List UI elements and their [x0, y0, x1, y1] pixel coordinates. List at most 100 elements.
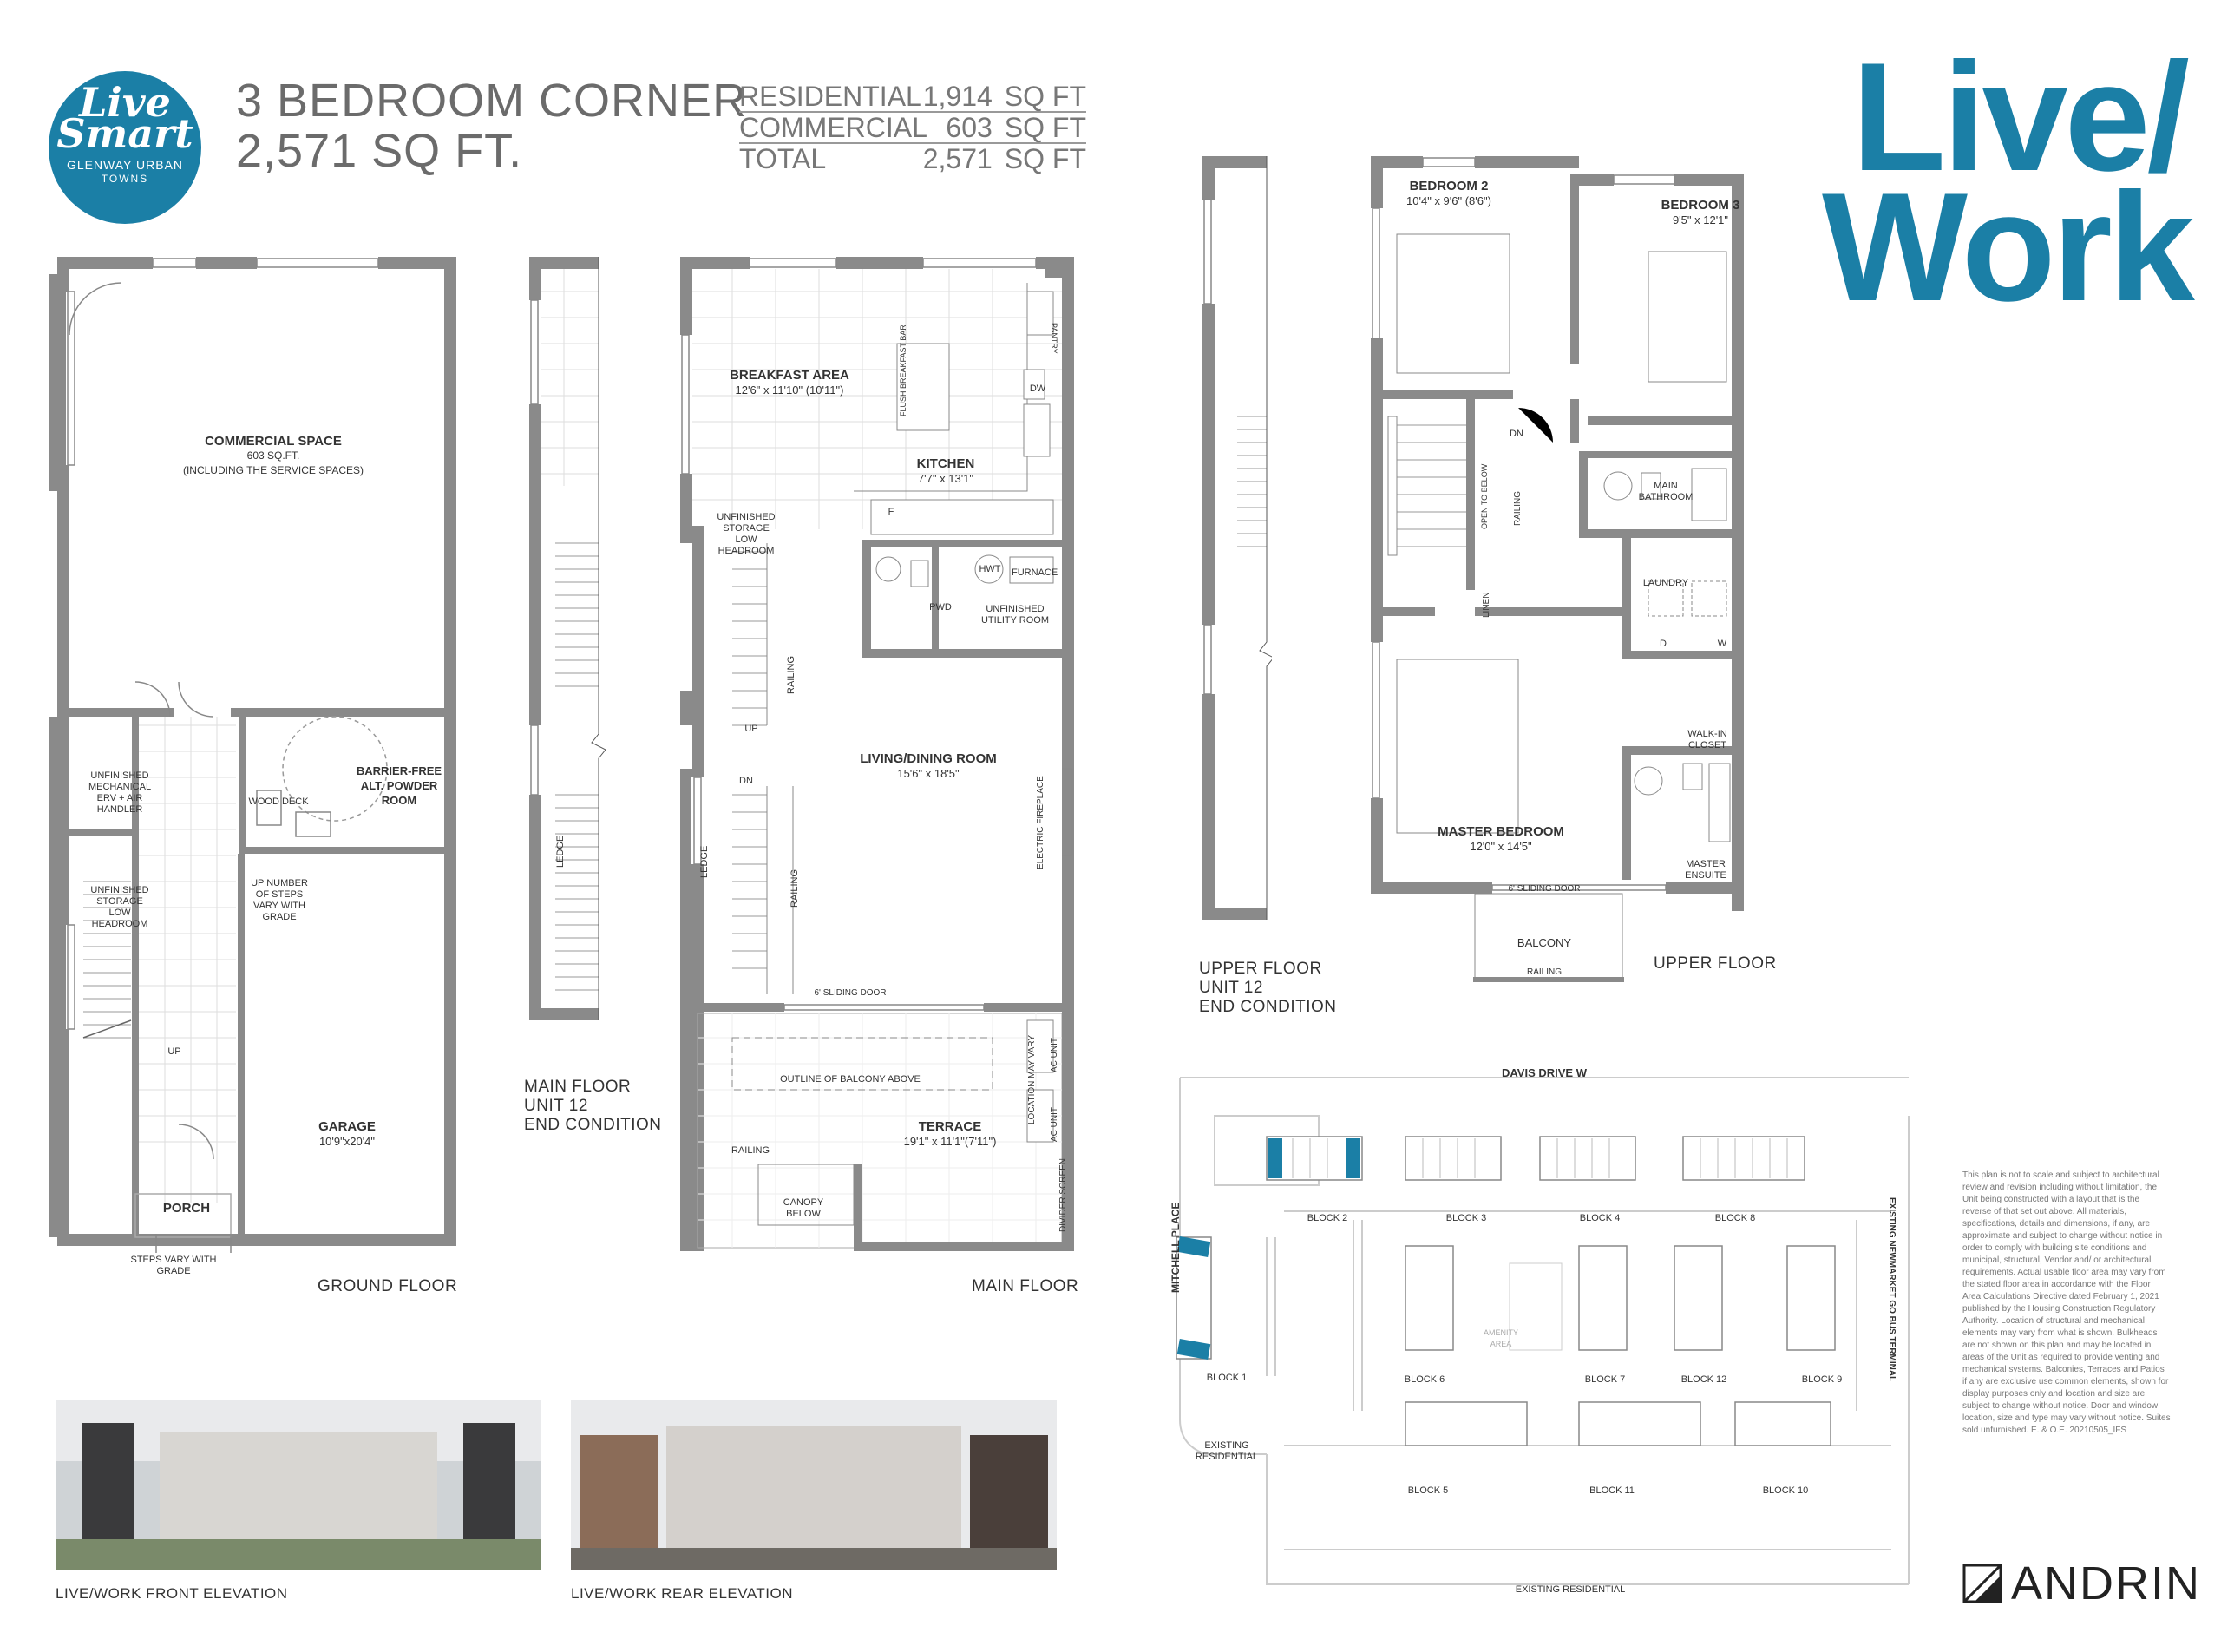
divider-screen-label: DIVIDER SCREEN: [1058, 1157, 1068, 1232]
block-1-label: BLOCK 1: [1206, 1373, 1248, 1383]
site-plan: [1176, 1077, 1910, 1585]
block-12-label: BLOCK 12: [1680, 1374, 1727, 1385]
davis-drive-label: DAVIS DRIVE W: [1502, 1066, 1587, 1079]
logo-line-2: Smart: [56, 110, 193, 157]
powder-room-label: BARRIER-FREE ALT. POWDER ROOM: [356, 764, 442, 807]
block-8-label: BLOCK 8: [1714, 1213, 1756, 1223]
steps-vary-label: STEPS VARY WITH GRADE: [130, 1255, 217, 1276]
logo-line-4: TOWNS: [101, 173, 149, 185]
room-name: LIVING/DINING ROOM: [860, 751, 997, 766]
area-label: COMMERCIAL: [739, 112, 927, 143]
main-sliding-door-label: 6' SLIDING DOOR: [814, 988, 887, 998]
plan-total-area: 2,571 SQ FT.: [236, 125, 523, 177]
balcony-railing-label: RAILING: [1526, 967, 1562, 977]
bedroom-3-label: BEDROOM 3 9'5" x 12'1": [1648, 198, 1753, 227]
andrin-logo: ANDRIN: [1962, 1557, 2201, 1610]
front-elevation-image: [56, 1400, 541, 1570]
caption-line: END CONDITION: [524, 1116, 662, 1134]
room-size: 9'5" x 12'1": [1672, 213, 1729, 226]
caption-line: UPPER FLOOR: [1199, 960, 1322, 978]
open-to-below-label: OPEN TO BELOW: [1480, 463, 1489, 529]
main-floor-caption: MAIN FLOOR: [972, 1277, 1079, 1295]
pantry-label: PANTRY: [1050, 323, 1058, 354]
main-end-ledge-label: LEDGE: [555, 835, 566, 868]
area-label: RESIDENTIAL: [739, 81, 921, 112]
caption-line: UNIT 12: [1199, 979, 1263, 997]
canopy-label: CANOPY BELOW: [783, 1197, 824, 1219]
room-name: BEDROOM 3: [1661, 198, 1740, 213]
logo-line-1: Live: [79, 79, 171, 126]
laundry-label: LAUNDRY: [1642, 578, 1689, 588]
room-size: 10'9"x20'4": [318, 1135, 376, 1148]
disclaimer-text: This plan is not to scale and subject to…: [1962, 1170, 2171, 1435]
area-value: 603: [946, 112, 993, 143]
fridge-label: F: [888, 507, 894, 517]
garage-label: GARAGE 10'9"x20'4": [286, 1119, 408, 1149]
upper-floor-caption: UPPER FLOOR: [1654, 954, 1777, 973]
furnace-label: FURNACE: [1012, 567, 1058, 578]
andrin-mark-icon: [1962, 1564, 2002, 1603]
ground-floor-caption: GROUND FLOOR: [318, 1277, 458, 1295]
upper-end-caption: UPPER FLOOR UNIT 12 END CONDITION: [1199, 960, 1337, 1017]
linen-label: LINEN: [1482, 592, 1491, 618]
upper-floor-plan: [1369, 156, 1744, 982]
existing-residential-bottom: EXISTING RESIDENTIAL: [1515, 1584, 1626, 1595]
brand-line-1: Live/: [1851, 30, 2190, 203]
ac-unit-label-1: AC UNIT: [1050, 1038, 1059, 1072]
mitchell-place-label: MITCHELL PLACE: [1169, 1202, 1182, 1293]
wood-deck-label: WOOD DECK: [248, 796, 309, 807]
main-bathroom-label: MAIN BATHROOM: [1638, 481, 1694, 502]
main-floor-plan: [680, 257, 1074, 1251]
block-10-label: BLOCK 10: [1762, 1485, 1809, 1496]
room-name: MASTER BEDROOM: [1438, 824, 1564, 839]
caption-line: UNIT 12: [524, 1097, 588, 1115]
commercial-space-label: COMMERCIAL SPACE 603 SQ.FT. (INCLUDING T…: [165, 434, 382, 478]
porch-label: PORCH: [162, 1201, 211, 1216]
master-ensuite-label: MASTER ENSUITE: [1685, 859, 1726, 881]
main-end-caption: MAIN FLOOR UNIT 12 END CONDITION: [524, 1078, 662, 1135]
room-size: 10'4" x 9'6" (8'6"): [1406, 194, 1491, 207]
brand-line-2: Work: [1822, 161, 2195, 333]
area-row-commercial: COMMERCIAL 603 SQ FT: [739, 113, 1086, 144]
main-railing-label-1: RAILING: [786, 655, 796, 694]
room-name: TERRACE: [918, 1119, 982, 1134]
up-label: UP: [167, 1046, 181, 1057]
dryer-label: D: [1660, 639, 1667, 649]
ac-unit-label-2: AC UNIT: [1050, 1107, 1059, 1142]
existing-residential-left: EXISTING RESIDENTIAL: [1195, 1440, 1259, 1462]
terrace-railing-label: RAILING: [731, 1145, 770, 1156]
dishwasher-label: DW: [1029, 384, 1046, 394]
upper-sliding-door-label: 6' SLIDING DOOR: [1508, 884, 1581, 894]
live-smart-logo: Live Smart GLENWAY URBAN TOWNS: [49, 71, 201, 224]
balcony-label: BALCONY: [1517, 936, 1572, 949]
plan-title: 3 BEDROOM CORNER: [236, 75, 748, 127]
room-name: GARAGE: [318, 1119, 376, 1134]
block-3-label: BLOCK 3: [1445, 1213, 1487, 1223]
upper-dn-label: DN: [1510, 429, 1523, 439]
master-bedroom-label: MASTER BEDROOM 12'0" x 14'5": [1423, 824, 1579, 854]
caption-line: END CONDITION: [1199, 998, 1337, 1016]
front-elevation-caption: LIVE/WORK FRONT ELEVATION: [56, 1585, 288, 1602]
area-unit: SQ FT: [1004, 143, 1086, 174]
room-name: BREAKFAST AREA: [730, 368, 849, 383]
block-7-label: BLOCK 7: [1584, 1374, 1626, 1385]
main-storage-label: UNFINISHED STORAGE LOW HEADROOM: [717, 512, 776, 556]
area-value: 1,914: [922, 81, 993, 112]
walk-in-closet-label: WALK-IN CLOSET: [1687, 729, 1727, 751]
main-end-condition-plan: [529, 257, 606, 1020]
block-11-label: BLOCK 11: [1589, 1485, 1635, 1496]
washer-label: W: [1717, 639, 1727, 649]
area-unit: SQ FT: [1004, 112, 1086, 143]
living-dining-label: LIVING/DINING ROOM 15'6" x 18'5": [833, 751, 1024, 781]
room-note: (INCLUDING THE SERVICE SPACES): [182, 464, 364, 476]
developer-name: ANDRIN: [2011, 1557, 2202, 1609]
ground-storage-label: UNFINISHED STORAGE LOW HEADROOM: [90, 885, 149, 929]
block-5-label: BLOCK 5: [1407, 1485, 1449, 1496]
breakfast-bar-label: FLUSH BREAKFAST BAR: [899, 324, 907, 416]
main-dn-label: DN: [739, 776, 753, 786]
main-ledge-label: LEDGE: [699, 845, 710, 878]
brand-heading: Live/ Work: [1822, 30, 2195, 333]
